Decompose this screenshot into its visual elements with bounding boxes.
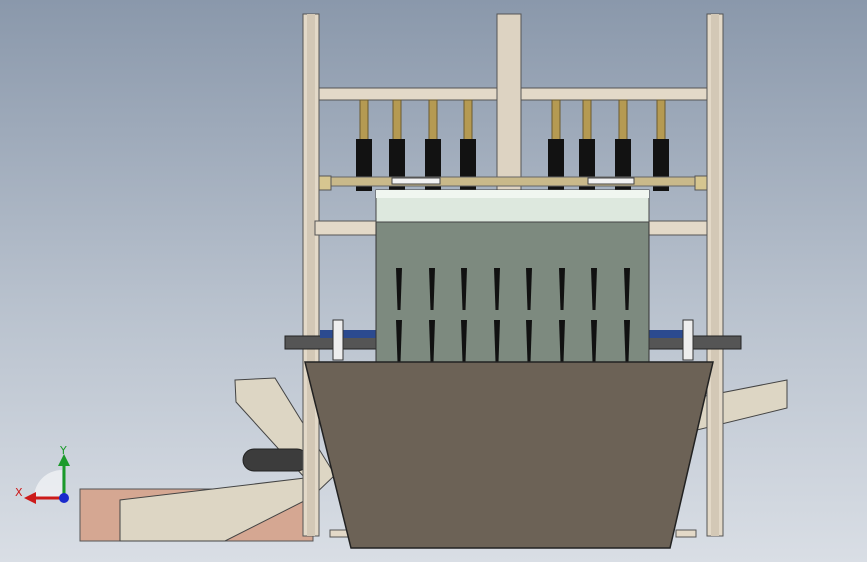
- nozzle: [591, 320, 597, 362]
- cylinder-rod: [392, 99, 402, 141]
- nozzle-array[interactable]: [396, 268, 630, 362]
- nozzle: [624, 268, 630, 310]
- hopper[interactable]: [304, 361, 714, 549]
- z-axis-dot: [59, 493, 69, 503]
- cylinder-rod: [656, 99, 666, 141]
- nozzle: [526, 320, 532, 362]
- roller[interactable]: [242, 448, 309, 472]
- nozzle: [559, 268, 565, 310]
- nozzle: [526, 268, 532, 310]
- cylinder-rod: [359, 99, 369, 141]
- x-axis-label: X: [15, 486, 23, 499]
- cylinder-rod: [551, 99, 561, 141]
- nozzle: [429, 320, 435, 362]
- nozzle: [494, 268, 500, 310]
- triad-arc: [34, 470, 62, 498]
- nozzle: [591, 268, 597, 310]
- nozzle: [396, 320, 402, 362]
- filling-body[interactable]: [375, 189, 650, 363]
- guide-rod[interactable]: [318, 175, 708, 191]
- x-arrowhead-icon: [24, 492, 36, 504]
- nozzle: [494, 320, 500, 362]
- y-arrowhead-icon: [58, 454, 70, 466]
- cylinder-rod: [618, 99, 628, 141]
- cylinder-rod: [428, 99, 438, 141]
- nozzle: [429, 268, 435, 310]
- nozzle: [461, 268, 467, 310]
- nozzle: [624, 320, 630, 362]
- coordinate-triad: Y X: [15, 444, 70, 504]
- nozzle: [461, 320, 467, 362]
- y-axis-label: Y: [59, 444, 67, 457]
- cylinder-rod: [582, 99, 592, 141]
- nozzle: [559, 320, 565, 362]
- cylinder-rod: [463, 99, 473, 141]
- nozzle: [396, 268, 402, 310]
